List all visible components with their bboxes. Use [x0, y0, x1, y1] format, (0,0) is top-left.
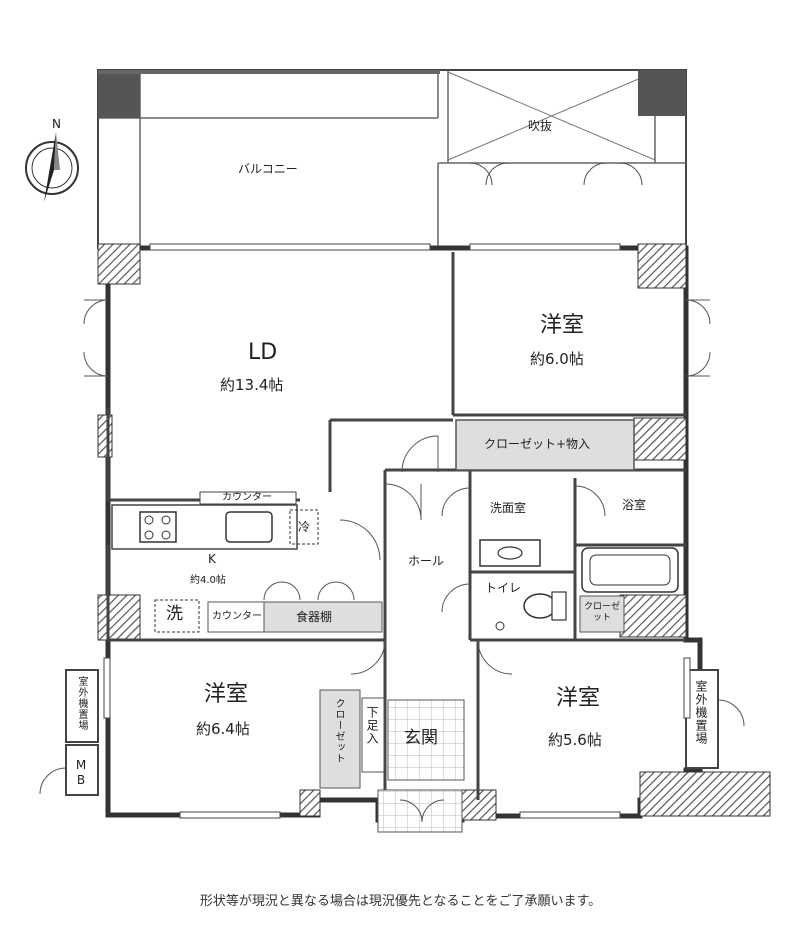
- compass-icon: [25, 132, 79, 202]
- western-se-size: 約5.6帖: [548, 731, 602, 749]
- closet-storage-label: クローゼット+物入: [484, 437, 591, 451]
- shoe-box-label: 下足入: [365, 706, 379, 745]
- entrance-label: 玄関: [404, 728, 438, 748]
- closet-sw-fill: [319, 689, 361, 789]
- fridge-label: 冷: [298, 520, 311, 534]
- washer-label: 洗: [166, 604, 183, 624]
- mb-fill: [65, 744, 99, 796]
- ac-right-label: 室外機置場: [694, 680, 708, 745]
- ld-name: LD: [248, 340, 278, 365]
- mb-label: MB: [74, 758, 88, 788]
- balcony-label: バルコニー: [238, 162, 298, 176]
- door-swings: [39, 162, 745, 823]
- disclaimer-caption: 形状等が現況と異なる場合は現況優先となることをご了承願います。: [199, 894, 602, 909]
- kitchen-fixtures: [111, 491, 319, 633]
- closet-small-fill: [579, 595, 625, 633]
- counter-top-label: カウンター: [222, 492, 272, 503]
- counter-bottom-label: カウンター: [212, 611, 262, 622]
- closet-sw-label: クローゼット: [333, 698, 344, 764]
- ac-left-fill: [65, 669, 99, 743]
- ac-left-label: 室外機置場: [76, 676, 87, 731]
- western-ne-size: 約6.0帖: [530, 350, 584, 368]
- hall-label: ホール: [408, 554, 445, 568]
- closet-small-label: クローゼット: [583, 602, 620, 623]
- toilet-label: トイレ: [485, 581, 522, 595]
- ac-right-fill: [685, 669, 719, 769]
- compass-north-label: N: [52, 117, 61, 131]
- western-sw-name: 洋室: [204, 682, 249, 707]
- bath-fixtures: [479, 539, 679, 631]
- washroom-label: 洗面室: [490, 501, 527, 515]
- ld-size: 約13.4帖: [220, 376, 284, 394]
- shoe-box-fill: [361, 697, 385, 773]
- counter-fill: [207, 601, 265, 633]
- entrance-tile: [387, 699, 465, 781]
- bathroom-label: 浴室: [622, 498, 647, 512]
- western-sw-size: 約6.4帖: [196, 720, 250, 738]
- void-label: 吹抜: [528, 119, 553, 133]
- western-ne-name: 洋室: [540, 313, 585, 338]
- western-se-name: 洋室: [556, 686, 601, 711]
- kitchen-name: K: [208, 552, 216, 566]
- structural-columns: [97, 243, 771, 821]
- windows: [103, 243, 691, 819]
- kitchen-size: 約4.0帖: [190, 575, 226, 586]
- porch-tile: [377, 789, 463, 833]
- closet-storage-fill: [455, 419, 635, 471]
- balcony-area: [97, 69, 687, 249]
- cupboard-label: 食器棚: [296, 610, 333, 624]
